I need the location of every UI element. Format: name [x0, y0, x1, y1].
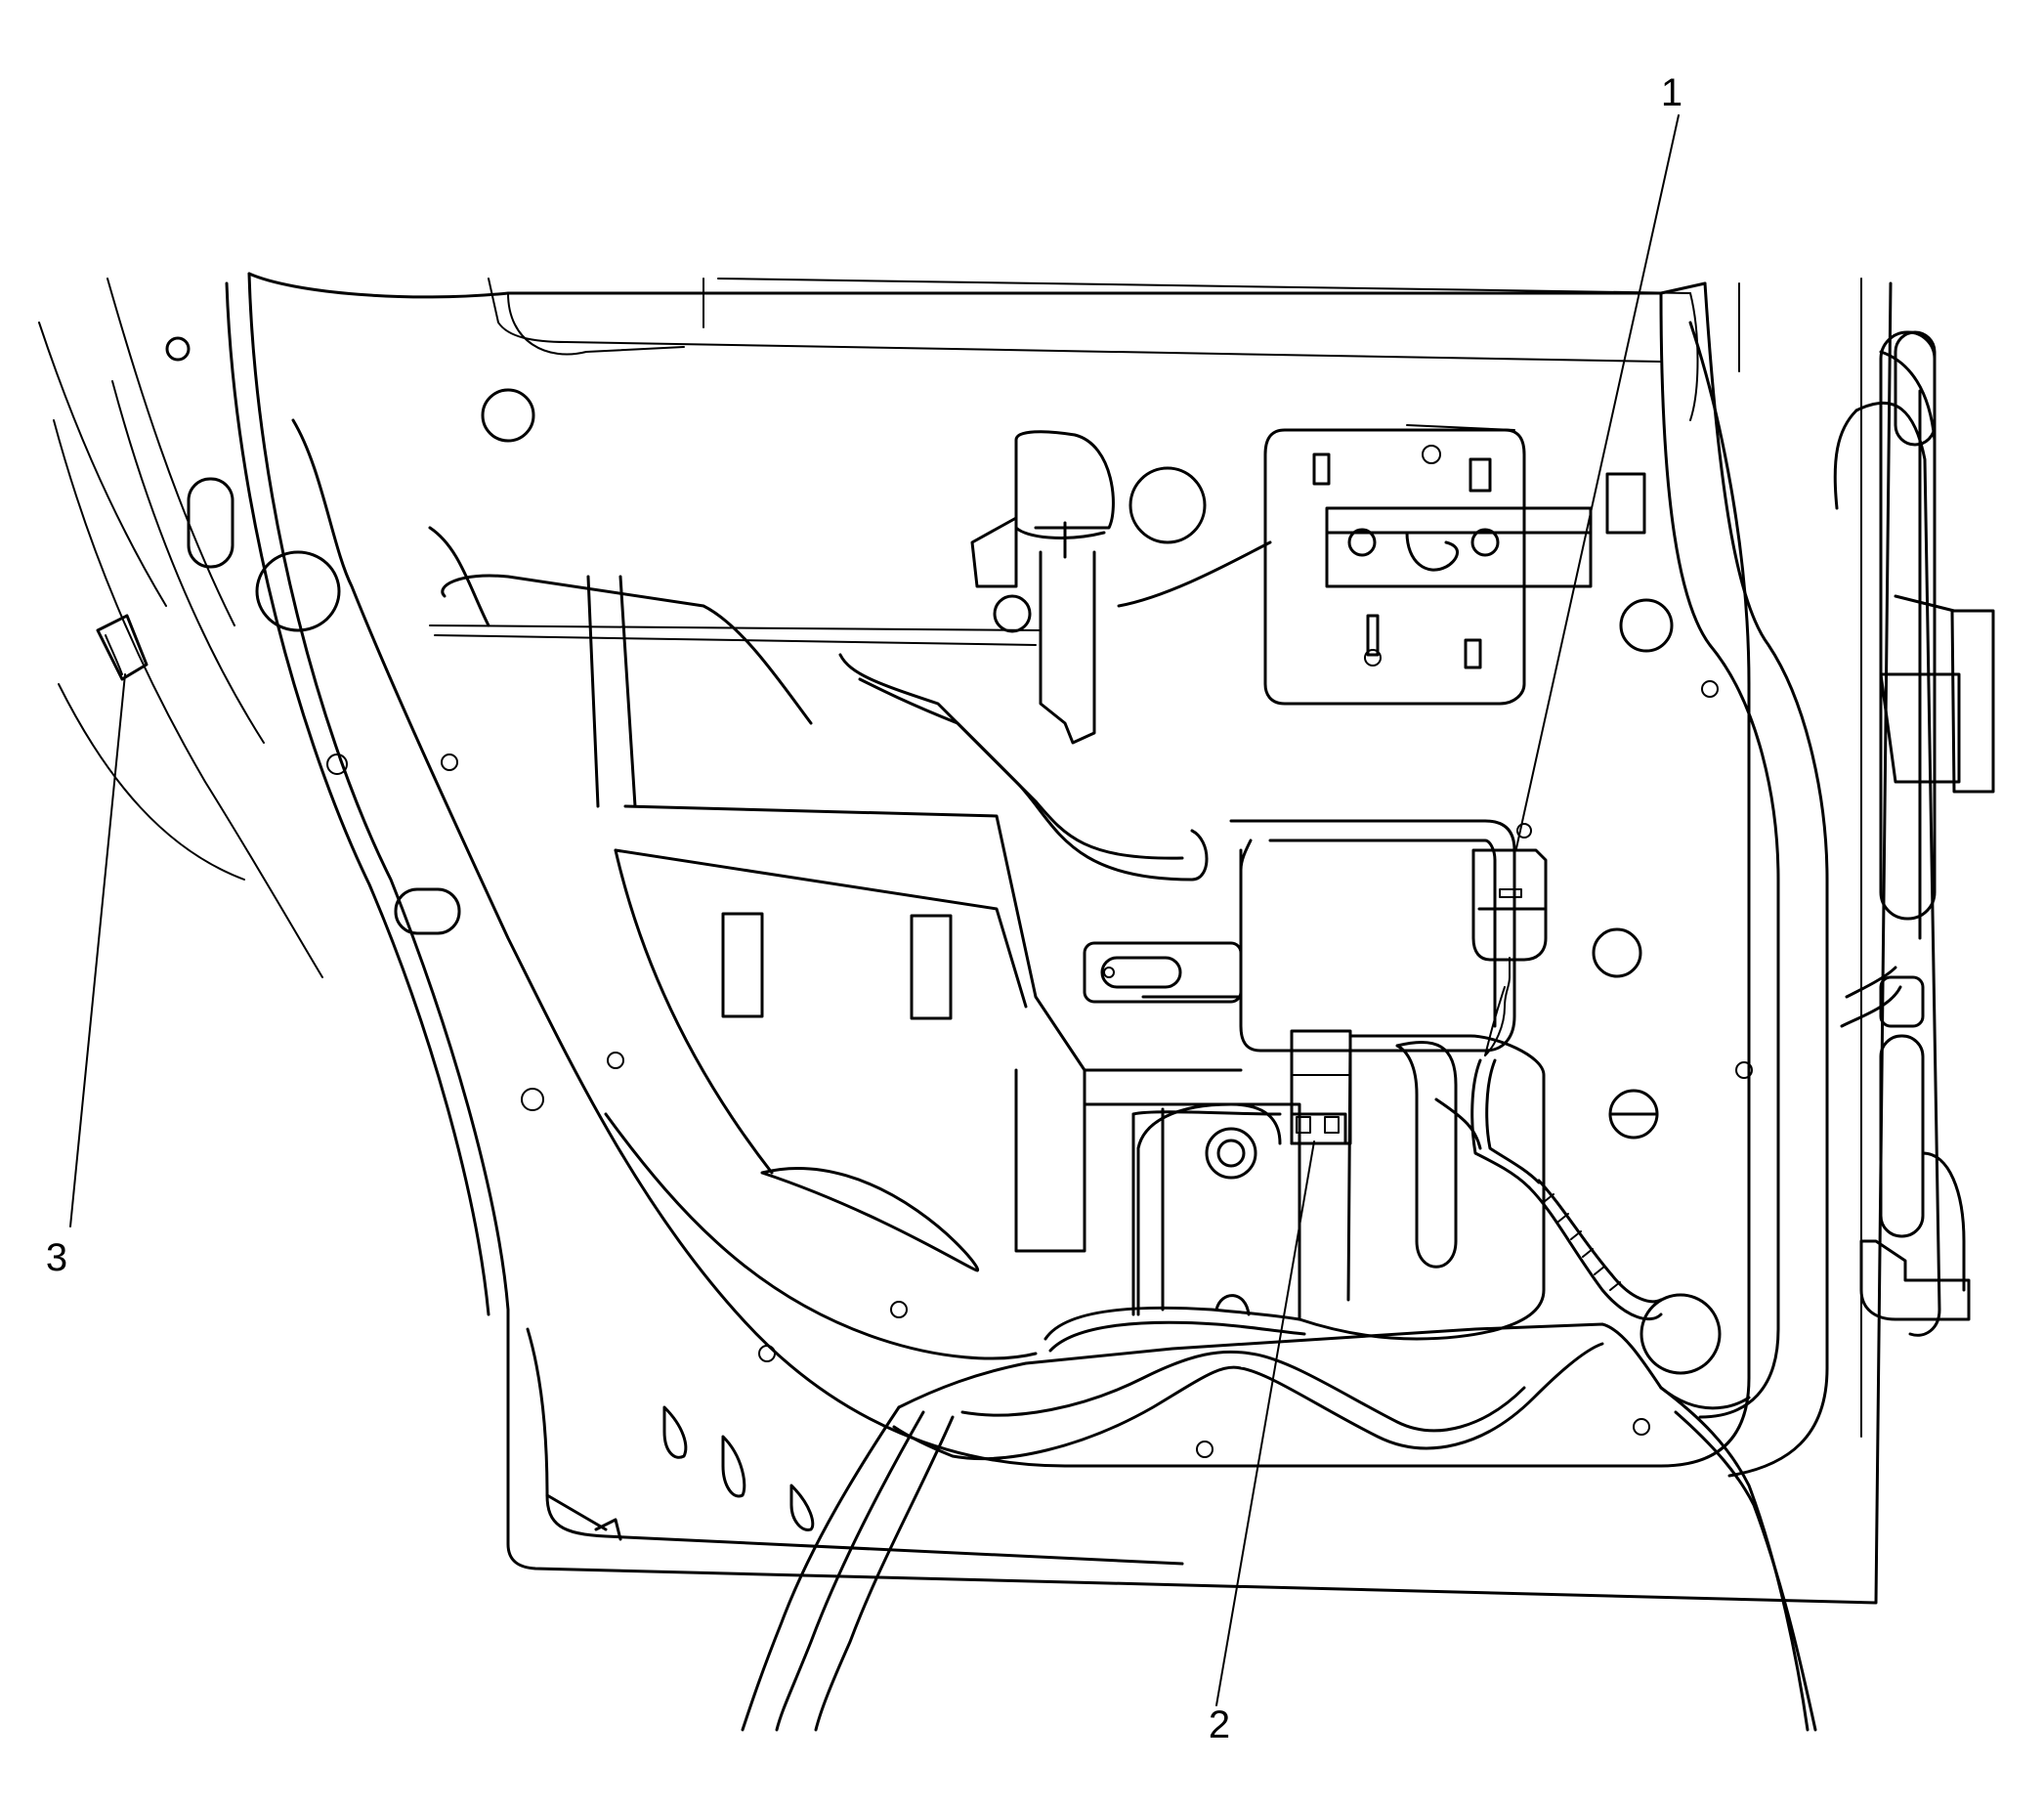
leader-line-2: [1215, 1140, 1315, 1706]
latch-mechanism: [429, 424, 1646, 745]
retainer-clip: [96, 614, 149, 681]
inner-panel: [291, 278, 1751, 1468]
callout-label-2: 2: [1209, 1703, 1230, 1746]
lower-sill: [526, 1322, 1817, 1732]
module-bracket: [441, 574, 1209, 1272]
regulator-bracket: [1083, 819, 1722, 1375]
callout-leaders: [69, 114, 1680, 1706]
leader-line-1: [1515, 114, 1680, 849]
wire-harness: [604, 966, 1902, 1360]
callout-label-3: 3: [46, 1236, 67, 1279]
callout-label-1: 1: [1661, 71, 1682, 114]
leader-line-3: [69, 673, 126, 1227]
callout-labels: 1 2 3: [46, 71, 1682, 1746]
mounting-holes: [165, 336, 1753, 1458]
hinge-pillar: [1833, 330, 1995, 1337]
electrical-connector: [1471, 848, 1548, 1056]
